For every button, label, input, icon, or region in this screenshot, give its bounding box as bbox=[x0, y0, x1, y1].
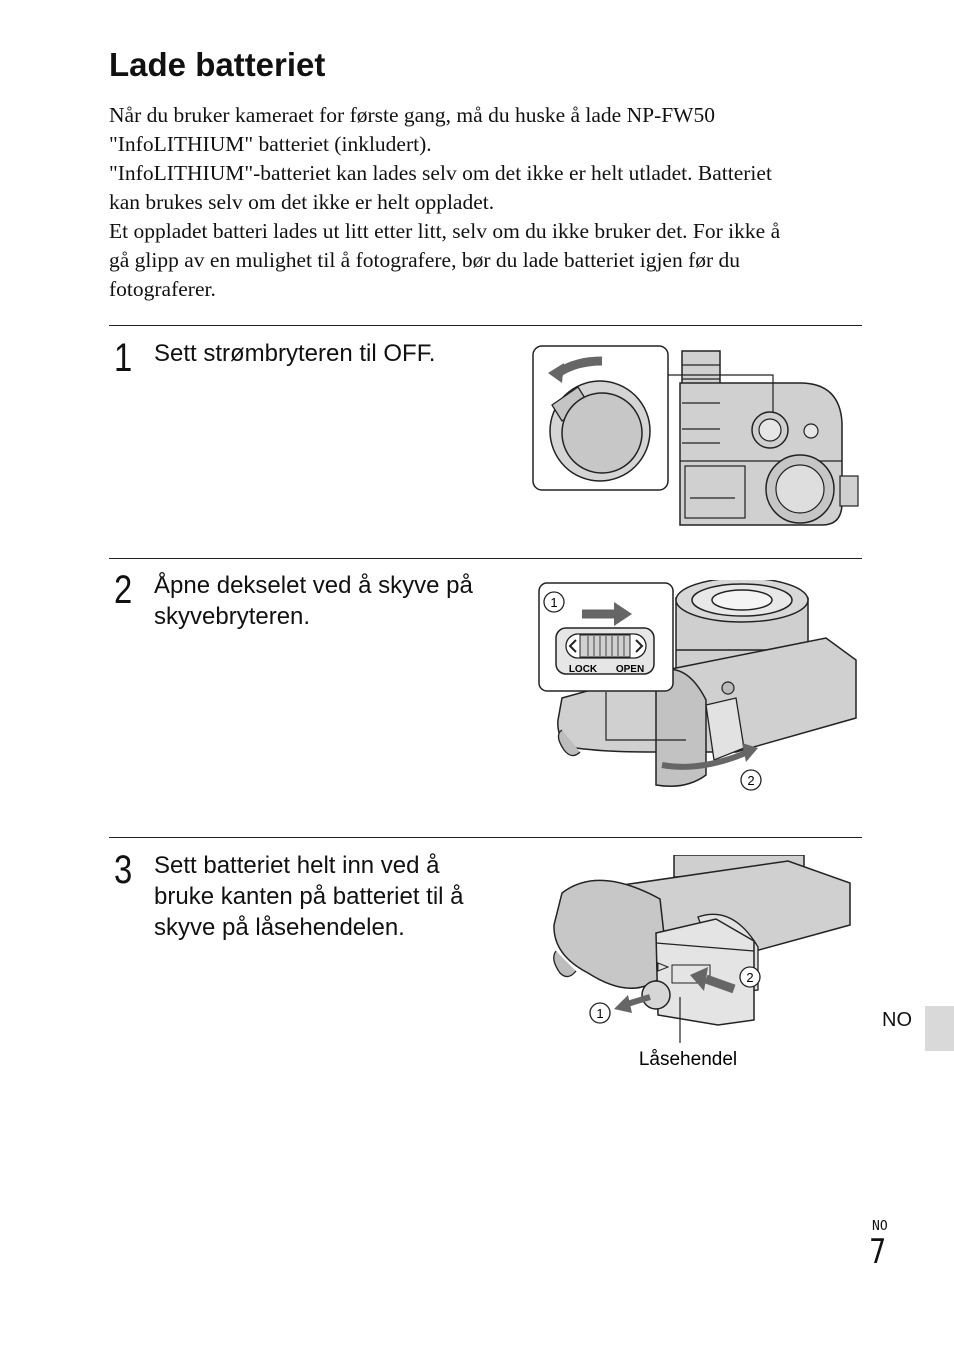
step-3-text: Sett batteriet helt inn ved å bruke kant… bbox=[154, 850, 514, 943]
power-switch-illustration bbox=[532, 345, 859, 526]
step-1-line: Sett strømbryteren til OFF. bbox=[154, 340, 436, 367]
page-number: 7 bbox=[869, 1232, 887, 1272]
callout-1-number: 1 bbox=[550, 595, 557, 610]
step-1-text: Sett strømbryteren til OFF. bbox=[154, 338, 514, 369]
intro-line: "InfoLITHIUM" batteriet (inkludert). bbox=[109, 132, 432, 156]
step-2-line: skyvebryteren. bbox=[154, 603, 311, 630]
step-2-line: Åpne dekselet ved å skyve på bbox=[154, 572, 473, 599]
step-1-number: 1 bbox=[114, 336, 133, 380]
section-divider bbox=[109, 325, 862, 326]
insert-battery-illustration: 1 2 Låsehendel bbox=[553, 855, 851, 1070]
callout-1-number: 1 bbox=[596, 1006, 603, 1021]
step-3-line: skyve på låsehendelen. bbox=[154, 914, 405, 941]
page-language-code: NO bbox=[872, 1219, 888, 1234]
step-3-number: 3 bbox=[114, 848, 133, 892]
step-2-text: Åpne dekselet ved å skyve på skyvebryter… bbox=[154, 570, 514, 632]
intro-line: Et oppladet batteri lades ut litt etter … bbox=[109, 219, 781, 243]
intro-line: gå glipp av en mulighet til å fotografer… bbox=[109, 248, 741, 272]
open-label: OPEN bbox=[616, 664, 644, 675]
callout-2-number: 2 bbox=[747, 773, 754, 788]
section-divider bbox=[109, 558, 862, 559]
lock-lever-caption: Låsehendel bbox=[639, 1049, 737, 1070]
step-2-number: 2 bbox=[114, 568, 133, 612]
intro-line: "InfoLITHIUM"-batteriet kan lades selv o… bbox=[109, 161, 772, 185]
intro-line: Når du bruker kameraet for første gang, … bbox=[109, 103, 715, 127]
language-tab-label: NO bbox=[882, 1009, 912, 1031]
section-divider bbox=[109, 837, 862, 838]
intro-line: fotograferer. bbox=[109, 277, 216, 301]
callout-2-number: 2 bbox=[746, 970, 753, 985]
intro-paragraph: Når du bruker kameraet for første gang, … bbox=[109, 101, 869, 304]
page-title: Lade batteriet bbox=[109, 46, 326, 83]
lock-label: LOCK bbox=[569, 664, 598, 675]
open-cover-illustration: 1 LOCK OPEN 2 bbox=[538, 580, 857, 791]
language-tab-marker bbox=[925, 1006, 954, 1051]
step-3-line: Sett batteriet helt inn ved å bbox=[154, 852, 440, 879]
step-3-line: bruke kanten på batteriet til å bbox=[154, 883, 464, 910]
intro-line: kan brukes selv om det ikke er helt oppl… bbox=[109, 190, 495, 214]
